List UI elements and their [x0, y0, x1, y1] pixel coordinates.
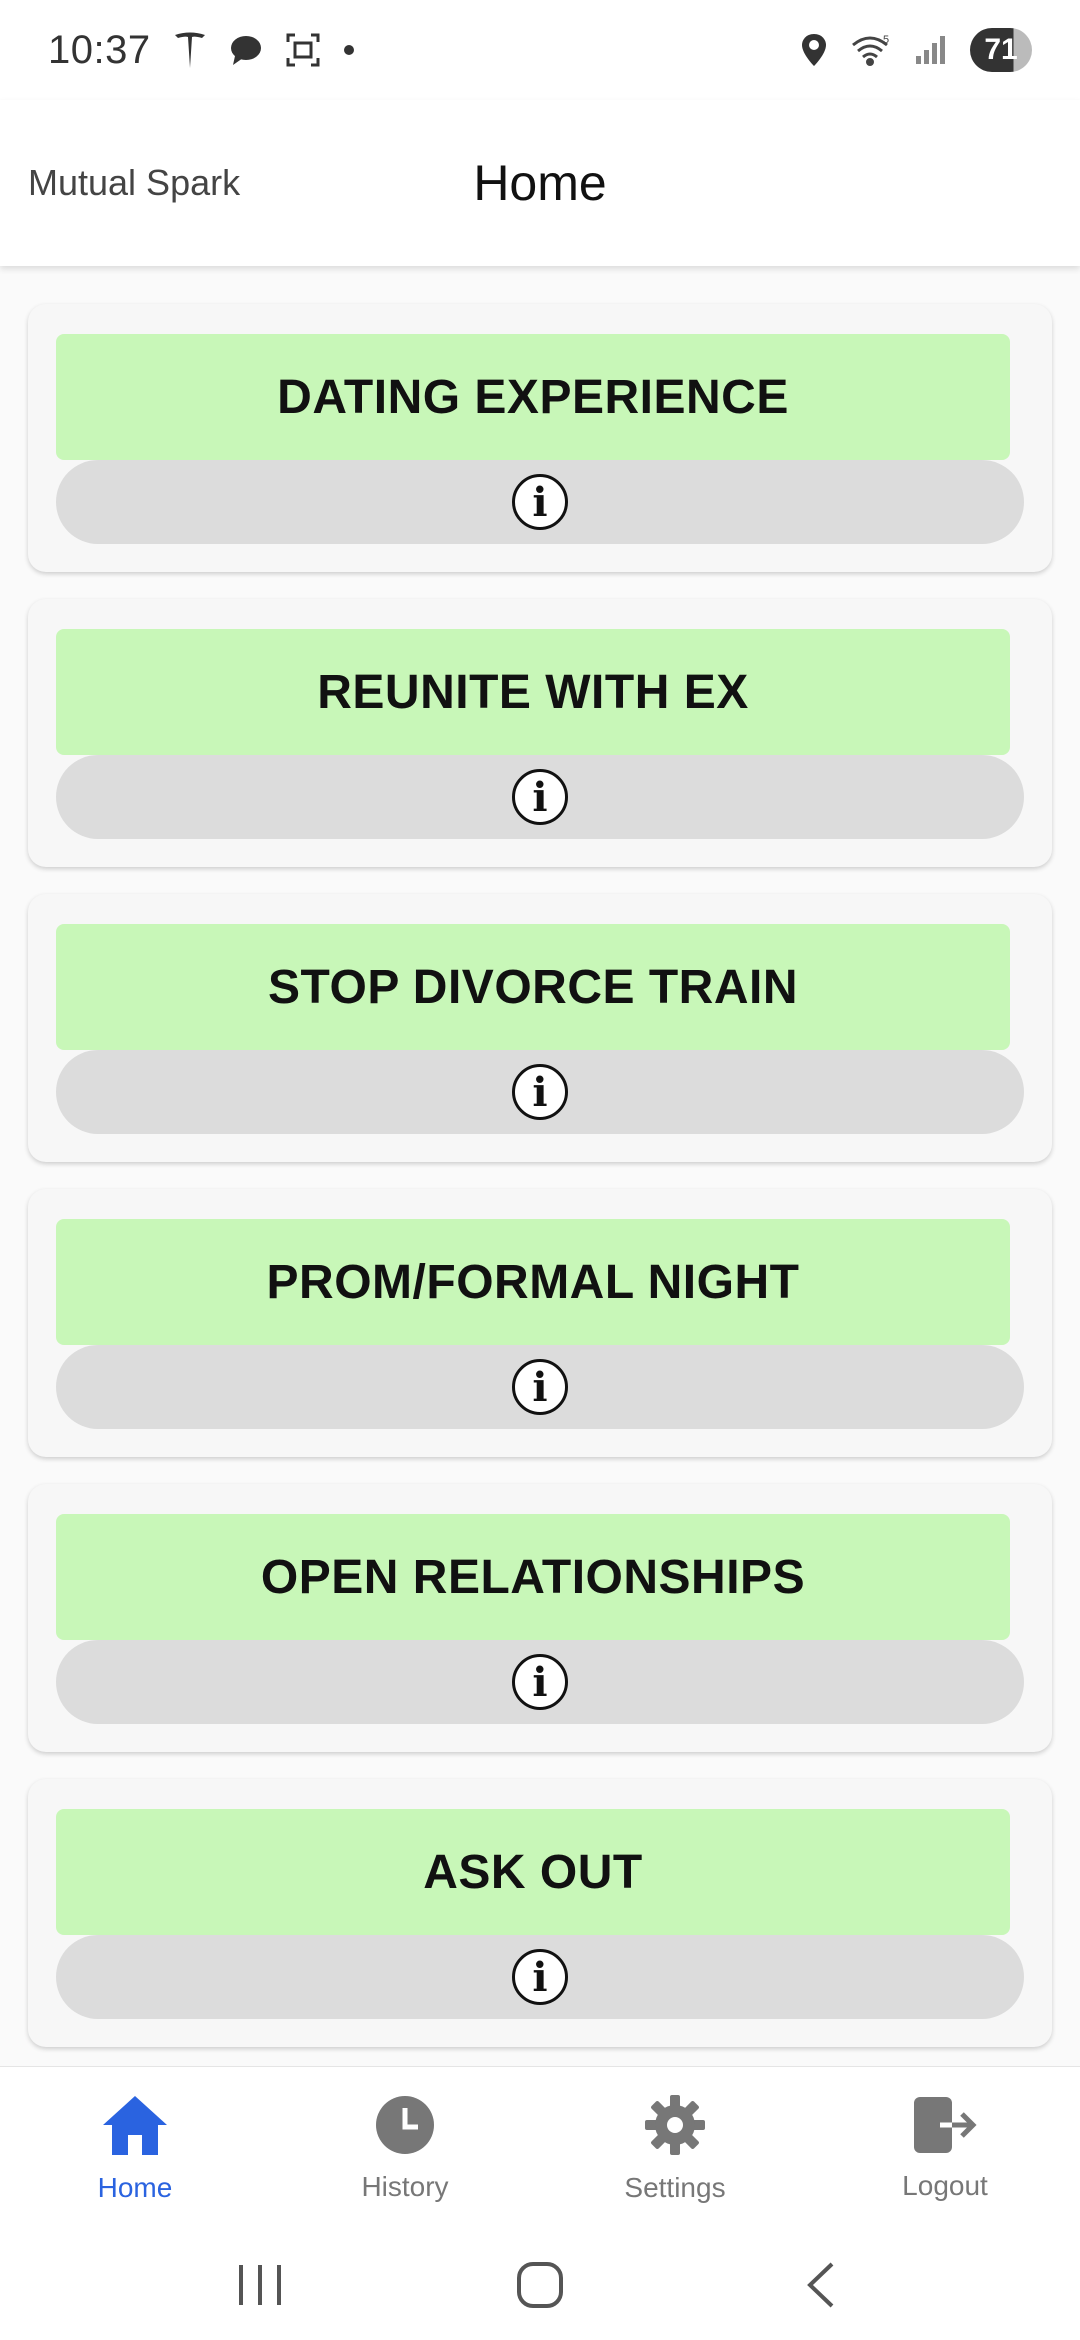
- wifi-icon: 5: [850, 33, 892, 67]
- info-icon: i: [512, 1359, 568, 1415]
- open-relationships-info-button[interactable]: i: [56, 1640, 1024, 1724]
- nav-home-label: Home: [97, 2172, 173, 2203]
- status-left: 10:37: [48, 28, 355, 73]
- category-card-reunite-with-ex: REUNITE WITH EX i: [28, 599, 1052, 867]
- system-nav-bar: [0, 2230, 1080, 2340]
- status-right: 5 71: [800, 28, 1032, 72]
- dot-icon: [343, 44, 355, 56]
- back-chevron-icon: [807, 2262, 834, 2308]
- recent-apps-button[interactable]: [205, 2240, 315, 2330]
- signal-icon: [914, 34, 948, 66]
- nav-logout[interactable]: Logout: [810, 2067, 1080, 2231]
- stop-divorce-train-button[interactable]: STOP DIVORCE TRAIN: [56, 924, 1010, 1050]
- back-button[interactable]: [765, 2240, 875, 2330]
- category-card-ask-out: ASK OUT i: [28, 1779, 1052, 2047]
- category-card-dating-experience: DATING EXPERIENCE i: [28, 304, 1052, 572]
- category-card-stop-divorce-train: STOP DIVORCE TRAIN i: [28, 894, 1052, 1162]
- open-relationships-button[interactable]: OPEN RELATIONSHIPS: [56, 1514, 1010, 1640]
- chat-bubble-icon: [229, 34, 263, 66]
- nav-logout-label: Logout: [902, 2170, 988, 2201]
- ask-out-button[interactable]: ASK OUT: [56, 1809, 1010, 1935]
- status-bar: 10:37 5 71: [0, 0, 1080, 100]
- gear-icon: [643, 2093, 707, 2164]
- tesla-icon: [173, 31, 207, 69]
- battery-icon: 71: [970, 28, 1032, 72]
- nav-history[interactable]: History: [270, 2067, 540, 2231]
- nav-settings-label: Settings: [624, 2172, 726, 2203]
- prom-formal-night-button[interactable]: PROM/FORMAL NIGHT: [56, 1219, 1010, 1345]
- info-icon: i: [512, 1949, 568, 2005]
- info-icon: i: [512, 1654, 568, 1710]
- reunite-with-ex-info-button[interactable]: i: [56, 755, 1024, 839]
- nav-history-label: History: [361, 2171, 449, 2202]
- home-circle-icon: [517, 2262, 563, 2308]
- app-bar: Mutual Spark Home: [0, 100, 1080, 266]
- reunite-with-ex-button[interactable]: REUNITE WITH EX: [56, 629, 1010, 755]
- category-card-open-relationships: OPEN RELATIONSHIPS i: [28, 1484, 1052, 1752]
- ask-out-info-button[interactable]: i: [56, 1935, 1024, 2019]
- nav-settings[interactable]: Settings: [540, 2067, 810, 2231]
- screenshot-icon: [285, 32, 321, 68]
- logout-icon: [912, 2095, 978, 2162]
- category-card-prom-formal-night: PROM/FORMAL NIGHT i: [28, 1189, 1052, 1457]
- dating-experience-info-button[interactable]: i: [56, 460, 1024, 544]
- bottom-nav: Home History: [0, 2066, 1080, 2230]
- svg-text:5: 5: [883, 34, 889, 46]
- dating-experience-button[interactable]: DATING EXPERIENCE: [56, 334, 1010, 460]
- location-icon: [800, 33, 828, 67]
- home-icon: [100, 2093, 170, 2164]
- info-icon: i: [512, 474, 568, 530]
- prom-formal-night-info-button[interactable]: i: [56, 1345, 1024, 1429]
- info-icon: i: [512, 769, 568, 825]
- nav-home[interactable]: Home: [0, 2067, 270, 2231]
- recent-apps-icon: [239, 2265, 281, 2305]
- page-title: Home: [473, 155, 607, 211]
- category-list[interactable]: DATING EXPERIENCE i REUNITE WITH EX i ST…: [0, 266, 1080, 2066]
- info-icon: i: [512, 1064, 568, 1120]
- stop-divorce-train-info-button[interactable]: i: [56, 1050, 1024, 1134]
- home-system-button[interactable]: [485, 2240, 595, 2330]
- app-name: Mutual Spark: [28, 162, 241, 203]
- status-time: 10:37: [48, 27, 151, 72]
- clock-icon: [374, 2094, 436, 2163]
